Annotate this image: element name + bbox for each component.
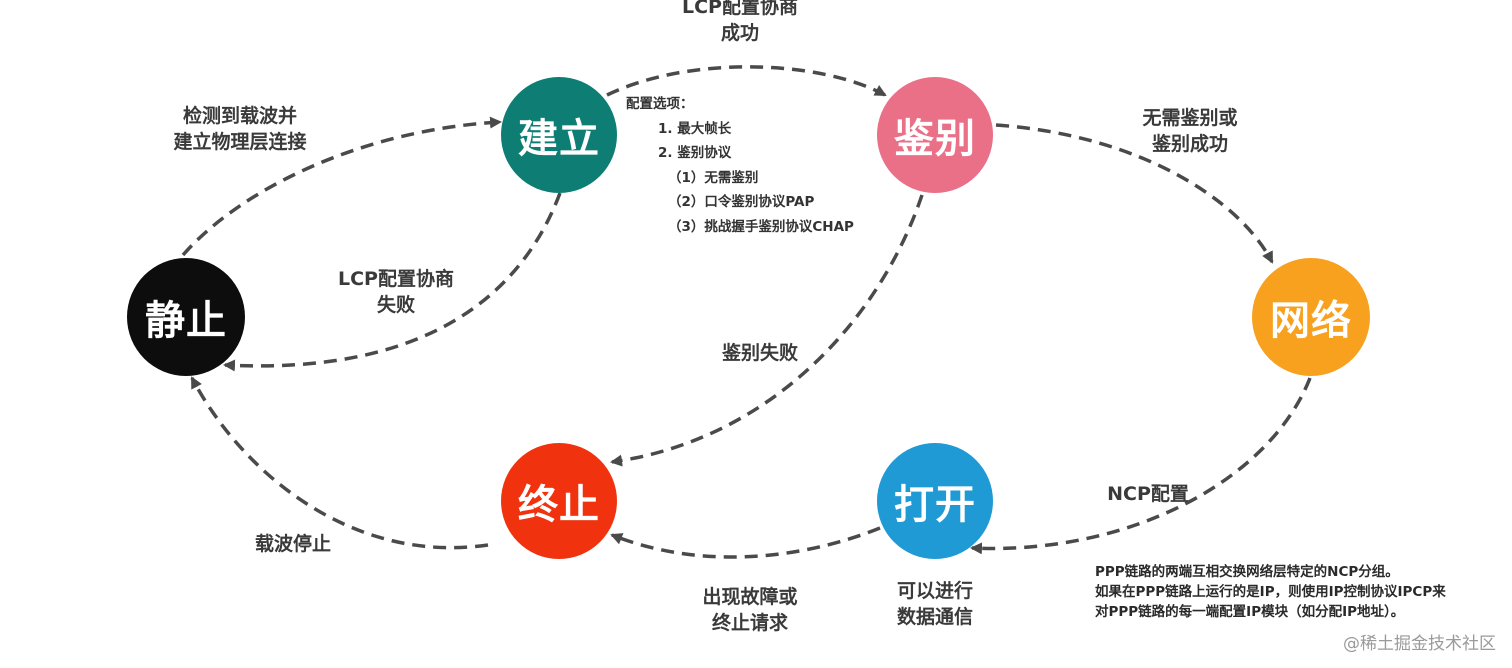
arrow-static-to-establish bbox=[181, 116, 502, 257]
label-line: 数据通信 bbox=[896, 606, 973, 628]
label-ncp: NCP配置 bbox=[1088, 481, 1208, 507]
watermark: @稀土掘金技术社区 bbox=[1343, 634, 1496, 654]
label-lcp-success: LCP配置协商 成功 bbox=[660, 0, 820, 46]
label-line: 出现故障或 bbox=[702, 586, 798, 608]
node-auth: 鉴别 bbox=[877, 77, 993, 193]
arrow-establish-to-static-fail bbox=[223, 192, 562, 372]
label-line: 建立物理层连接 bbox=[173, 131, 307, 153]
label-fault: 出现故障或 终止请求 bbox=[680, 584, 820, 636]
config-option-item: 2. 鉴别协议 bbox=[658, 145, 732, 161]
node-static-label: 静止 bbox=[145, 298, 227, 344]
label-lcp-fail: LCP配置协商 失败 bbox=[316, 266, 476, 318]
ncp-note-line: 如果在PPP链路上运行的是IP，则使用IP控制协议IPCP来 bbox=[1095, 584, 1446, 600]
node-open: 打开 bbox=[877, 443, 993, 559]
config-option-item: 1. 最大帧长 bbox=[658, 120, 732, 137]
ncp-note-line: PPP链路的两端互相交换网络层特定的NCP分组。 bbox=[1095, 564, 1399, 580]
config-options-title: 配置选项： bbox=[626, 96, 694, 112]
arrow-auth-to-network bbox=[995, 123, 1274, 264]
label-line: 失败 bbox=[376, 294, 415, 316]
node-static: 静止 bbox=[127, 258, 245, 376]
arrow-establish-to-auth bbox=[606, 65, 887, 97]
label-line: LCP配置协商 bbox=[338, 268, 454, 290]
label-line: 无需鉴别或 bbox=[1142, 107, 1238, 129]
arrow-terminate-to-static bbox=[190, 376, 489, 550]
label-static-to-establish: 检测到载波并 建立物理层连接 bbox=[140, 103, 340, 155]
config-option-item: （2）口令鉴别协议PAP bbox=[668, 194, 815, 210]
label-line: 鉴别成功 bbox=[1151, 133, 1228, 155]
node-open-label: 打开 bbox=[894, 482, 976, 528]
label-carrier-stop: 载波停止 bbox=[238, 531, 348, 557]
node-establish: 建立 bbox=[501, 77, 617, 193]
ncp-note-line: 对PPP链路的每一端配置IP模块（如分配IP地址）。 bbox=[1095, 604, 1405, 620]
arrow-open-to-terminate bbox=[610, 526, 881, 559]
label-line: 载波停止 bbox=[254, 533, 331, 555]
node-network-label: 网络 bbox=[1270, 298, 1352, 344]
node-auth-label: 鉴别 bbox=[894, 116, 976, 162]
label-auth-fail: 鉴别失败 bbox=[700, 340, 820, 366]
label-line: 成功 bbox=[720, 22, 759, 44]
label-open-comm: 可以进行 数据通信 bbox=[875, 578, 995, 630]
ncp-note: PPP链路的两端互相交换网络层特定的NCP分组。 如果在PPP链路上运行的是IP… bbox=[1095, 562, 1446, 622]
arrow-network-to-open bbox=[970, 377, 1312, 555]
node-terminate: 终止 bbox=[501, 443, 617, 559]
label-line: NCP配置 bbox=[1107, 483, 1189, 505]
label-auth-ok: 无需鉴别或 鉴别成功 bbox=[1110, 105, 1270, 157]
node-network: 网络 bbox=[1252, 258, 1370, 376]
config-option-item: （1）无需鉴别 bbox=[668, 169, 759, 186]
config-options: 配置选项： 1. 最大帧长 2. 鉴别协议 （1）无需鉴别 （2）口令鉴别协议P… bbox=[626, 92, 854, 239]
node-establish-label: 建立 bbox=[518, 116, 600, 162]
label-line: 终止请求 bbox=[711, 612, 788, 634]
config-option-item: （3）挑战握手鉴别协议CHAP bbox=[668, 218, 854, 235]
label-line: 可以进行 bbox=[896, 580, 973, 602]
label-line: 鉴别失败 bbox=[721, 342, 798, 364]
arrow-auth-to-terminate bbox=[610, 194, 924, 467]
node-terminate-label: 终止 bbox=[518, 482, 600, 528]
label-line: LCP配置协商 bbox=[682, 0, 798, 18]
label-line: 检测到载波并 bbox=[182, 105, 297, 127]
